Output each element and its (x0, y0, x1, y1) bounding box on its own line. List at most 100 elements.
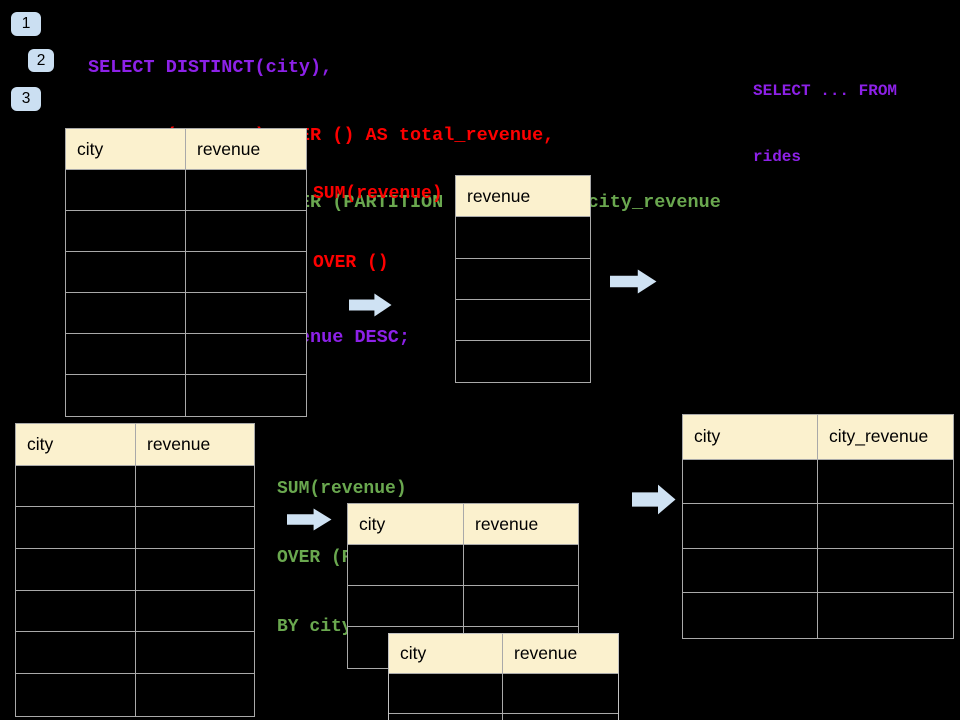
table-cell (66, 375, 186, 416)
table-cell (818, 459, 953, 504)
table-cell (136, 632, 254, 675)
table-row (66, 334, 306, 375)
table-cell (136, 549, 254, 591)
table-cell (503, 674, 618, 714)
table-row (16, 465, 254, 508)
partition-window-label-line: SUM(revenue) (277, 479, 407, 499)
table-body (683, 459, 953, 638)
table-cell (456, 258, 590, 300)
table-row (16, 674, 254, 716)
table-cell (16, 590, 136, 633)
table-header-row: city revenue (389, 634, 618, 674)
column-header-revenue: revenue (186, 129, 306, 170)
table-cell (348, 545, 464, 586)
column-header-city: city (389, 634, 503, 674)
table-cell (16, 549, 136, 591)
table-cell (683, 548, 818, 593)
table-cell (16, 674, 136, 716)
table-row (683, 459, 953, 504)
table-cell (66, 252, 186, 293)
table-row (683, 548, 953, 593)
table-cell (136, 674, 254, 716)
table-cell (456, 217, 590, 259)
table-cell (186, 375, 306, 416)
total-window-label: SUM(revenue) OVER () (313, 137, 443, 321)
table-row (389, 714, 618, 720)
table-row (348, 586, 578, 627)
table-cell (389, 674, 503, 714)
table-cell (16, 507, 136, 550)
column-header-city: city (16, 424, 136, 466)
column-header-revenue: revenue (136, 424, 254, 466)
right-arrow-icon (349, 293, 392, 317)
table-cell (683, 504, 818, 549)
table-cell (66, 170, 186, 211)
city-revenue-table: city city_revenue (682, 414, 954, 639)
column-header-city: city (348, 504, 464, 545)
table-row (66, 211, 306, 252)
table-cell (16, 632, 136, 675)
table-row (456, 217, 590, 259)
table-row (16, 632, 254, 675)
table-cell (503, 714, 618, 720)
column-header-city: city (683, 415, 818, 460)
table-cell (456, 341, 590, 383)
table-cell (66, 293, 186, 334)
table-row (16, 549, 254, 591)
table-row (456, 341, 590, 383)
table-cell (136, 465, 254, 508)
side-note-line: rides (753, 148, 802, 166)
table-cell (186, 252, 306, 293)
table-cell (136, 590, 254, 633)
input-table-bottom: city revenue (15, 423, 255, 717)
table-header-row: city revenue (348, 504, 578, 545)
total-window-label-line: SUM(revenue) (313, 184, 443, 204)
table-row (389, 674, 618, 714)
table-cell (66, 211, 186, 252)
total-window-label-line: OVER () (313, 253, 389, 273)
partition-table-front: city revenue (388, 633, 619, 720)
step-badge-2: 2 (28, 49, 54, 72)
side-note-line: SELECT ... FROM (753, 82, 898, 100)
sql-line-select: SELECT DISTINCT(city), (88, 57, 333, 78)
step-badge-1: 1 (11, 12, 41, 36)
column-header-city-revenue: city_revenue (818, 415, 953, 460)
table-cell (186, 211, 306, 252)
table-row (683, 593, 953, 638)
table-cell (16, 465, 136, 508)
table-header-row: revenue (456, 176, 590, 218)
table-header-row: city revenue (16, 424, 254, 466)
table-row (66, 375, 306, 416)
table-cell (389, 714, 503, 720)
table-row (348, 545, 578, 586)
table-cell (66, 334, 186, 375)
table-header-row: city revenue (66, 129, 306, 170)
table-cell (186, 334, 306, 375)
right-arrow-icon (287, 508, 332, 531)
table-row (66, 170, 306, 211)
table-body (66, 170, 306, 416)
table-row (16, 590, 254, 633)
table-cell (186, 170, 306, 211)
table-cell (683, 593, 818, 638)
table-cell (464, 545, 578, 586)
table-cell (456, 299, 590, 342)
column-header-city: city (66, 129, 186, 170)
column-header-revenue: revenue (464, 504, 578, 545)
table-row (456, 299, 590, 342)
table-row (66, 293, 306, 334)
table-cell (186, 293, 306, 334)
table-cell (818, 548, 953, 593)
table-cell (464, 586, 578, 627)
table-row (16, 507, 254, 550)
table-cell (818, 593, 953, 638)
table-body (16, 465, 254, 716)
column-header-revenue: revenue (456, 176, 590, 218)
table-cell (136, 507, 254, 550)
table-row (66, 252, 306, 293)
column-header-revenue: revenue (503, 634, 618, 674)
table-cell (348, 586, 464, 627)
table-body (456, 217, 590, 383)
input-table-top: city revenue (65, 128, 307, 417)
